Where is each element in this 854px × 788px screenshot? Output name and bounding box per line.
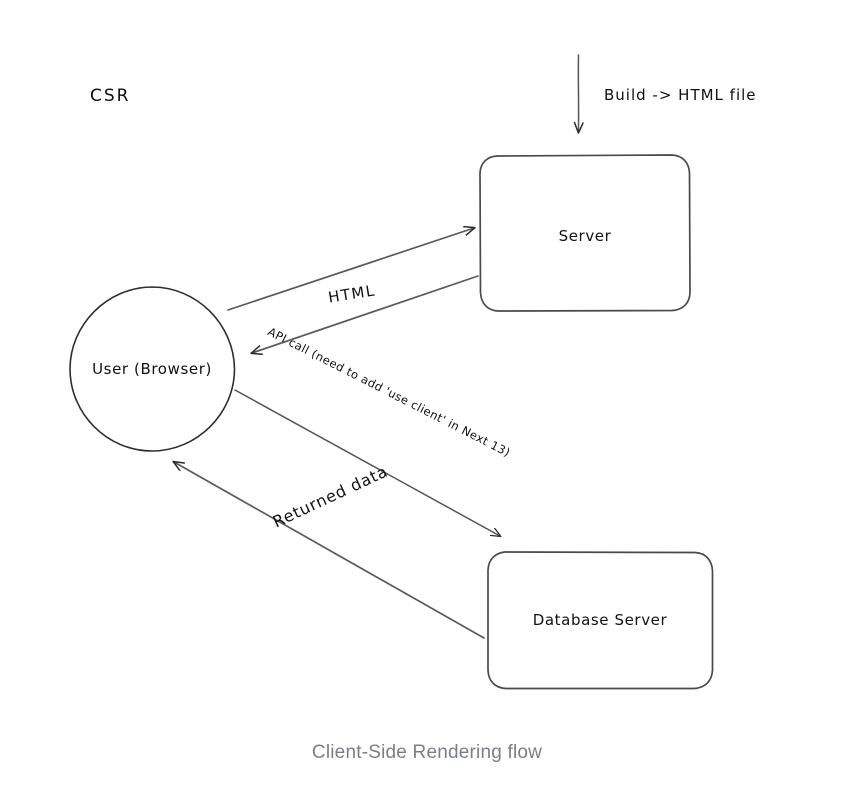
edge-label-build: Build -> HTML file xyxy=(604,86,757,104)
edge-html-response-arrow xyxy=(252,275,479,353)
node-label-server: Server xyxy=(558,227,612,245)
csr-label: CSR xyxy=(90,86,131,106)
node-server-shape xyxy=(479,154,691,312)
node-database-shape xyxy=(487,551,714,690)
node-label-browser: User (Browser) xyxy=(92,360,212,378)
diagram-caption: Client-Side Rendering flow xyxy=(311,742,543,763)
edge-html-request-arrow xyxy=(227,228,474,311)
edge-returned-data-arrow xyxy=(174,462,485,639)
node-label-database: Database Server xyxy=(532,611,668,629)
node-browser-shape xyxy=(69,286,236,452)
edge-api-call-arrow xyxy=(234,389,500,536)
